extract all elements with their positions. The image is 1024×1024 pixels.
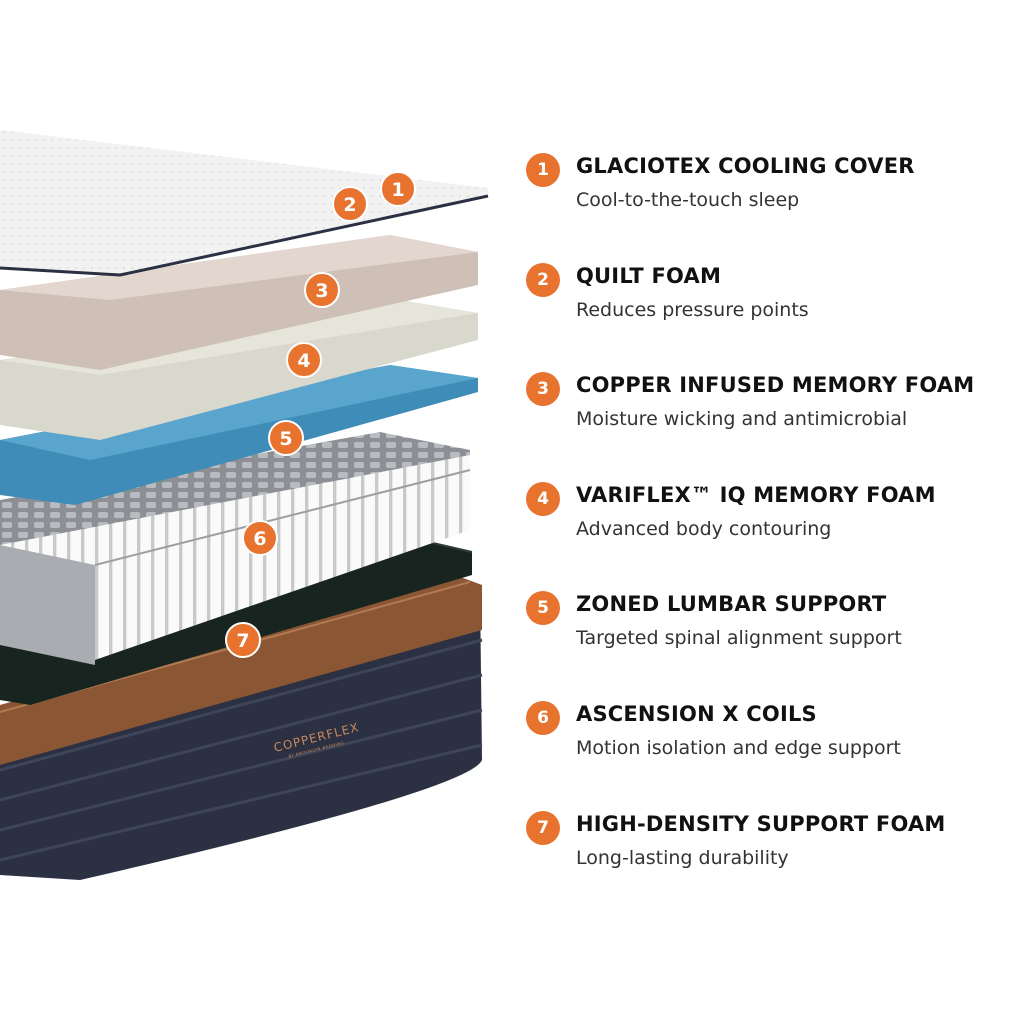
marker-6: 6 [242, 520, 278, 556]
legend-title-2: QUILT FOAM [576, 264, 722, 288]
legend-item-7: 7 HIGH-DENSITY SUPPORT FOAM Long-lasting… [524, 808, 1019, 888]
legend-desc-6: Motion isolation and edge support [576, 737, 901, 759]
legend-item-5: 5 ZONED LUMBAR SUPPORT Targeted spinal a… [524, 588, 1019, 668]
marker-5: 5 [268, 420, 304, 456]
marker-2: 2 [332, 186, 368, 222]
marker-5-number: 5 [279, 428, 292, 450]
layer-6-coils [0, 432, 471, 665]
legend-title-5: ZONED LUMBAR SUPPORT [576, 592, 887, 616]
legend-item-1: 1 GLACIOTEX COOLING COVER Cool-to-the-to… [524, 150, 1019, 230]
marker-3: 3 [304, 272, 340, 308]
legend-desc-3: Moisture wicking and antimicrobial [576, 408, 908, 430]
legend-item-4: 4 VARIFLEX™ IQ MEMORY FOAM Advanced body… [524, 479, 1019, 559]
legend-title-6: ASCENSION X COILS [576, 702, 817, 726]
legend-desc-7: Long-lasting durability [576, 847, 789, 869]
legend-badge-4: 4 [526, 482, 560, 516]
legend-title-4: VARIFLEX™ IQ MEMORY FOAM [576, 483, 936, 507]
mattress-layer-illustration: COPPERFLEX BY BROOKLYN BEDDING 1 [0, 0, 510, 1024]
legend-title-7: HIGH-DENSITY SUPPORT FOAM [576, 812, 946, 836]
legend-badge-7: 7 [526, 811, 560, 845]
legend-item-2: 2 QUILT FOAM Reduces pressure points [524, 260, 1019, 340]
marker-1: 1 [380, 171, 416, 207]
marker-4: 4 [286, 342, 322, 378]
legend-badge-3: 3 [526, 372, 560, 406]
legend-item-6: 6 ASCENSION X COILS Motion isolation and… [524, 698, 1019, 778]
legend-title-1: GLACIOTEX COOLING COVER [576, 154, 915, 178]
marker-1-number: 1 [391, 179, 404, 201]
legend-desc-4: Advanced body contouring [576, 518, 832, 540]
legend-desc-5: Targeted spinal alignment support [576, 627, 902, 649]
legend-item-3: 3 COPPER INFUSED MEMORY FOAM Moisture wi… [524, 369, 1019, 449]
legend-desc-1: Cool-to-the-touch sleep [576, 189, 800, 211]
legend-title-3: COPPER INFUSED MEMORY FOAM [576, 373, 975, 397]
marker-7: 7 [225, 622, 261, 658]
marker-2-number: 2 [343, 194, 356, 216]
legend-badge-2: 2 [526, 263, 560, 297]
layer-3-copper-foam [0, 235, 478, 370]
legend-badge-5: 5 [526, 591, 560, 625]
marker-6-number: 6 [253, 528, 266, 550]
marker-7-number: 7 [236, 630, 249, 652]
marker-3-number: 3 [315, 280, 328, 302]
legend-desc-2: Reduces pressure points [576, 299, 809, 321]
layer-5-zoned-foam [0, 365, 478, 505]
marker-4-number: 4 [297, 350, 310, 372]
legend-badge-6: 6 [526, 701, 560, 735]
legend-badge-1: 1 [526, 153, 560, 187]
layer-1-cooling-cover [0, 130, 489, 277]
